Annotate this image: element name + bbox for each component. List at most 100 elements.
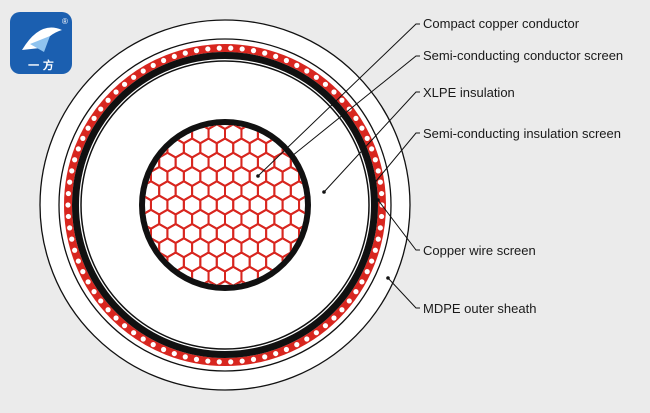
copper-wire-strand [131, 330, 137, 336]
copper-wire-strand [182, 50, 188, 56]
copper-wire-strand [353, 115, 359, 121]
copper-wire-strand [72, 247, 78, 253]
copper-wire-strand [113, 315, 119, 321]
copper-wire-strand [75, 258, 81, 264]
copper-wire-strand [262, 50, 268, 56]
copper-wire-strand [294, 62, 300, 68]
copper-wire-strand [283, 57, 289, 64]
copper-wire-strand [171, 53, 177, 60]
copper-wire-strand [369, 146, 375, 152]
copper-wire-strand [105, 307, 111, 313]
hex-strand [199, 279, 218, 285]
leader-semi-conducting-insulation-screen [371, 132, 420, 187]
copper-wire-strand [91, 115, 97, 121]
copper-wire-strand [304, 68, 310, 74]
leader-semi-conducting-conductor-screen [291, 55, 420, 157]
copper-wire-strand [67, 179, 73, 185]
callout-labels: Compact copper conductor Semi-conducting… [423, 16, 623, 316]
copper-wire-strand [205, 46, 211, 52]
copper-wire-strand [140, 336, 146, 342]
copper-wire-strand [372, 157, 378, 163]
copper-wire-strand [339, 97, 345, 103]
copper-wire-strand [150, 62, 156, 68]
copper-wire-strand [171, 350, 177, 357]
copper-wire-strand [80, 135, 86, 141]
registered-mark: ® [62, 17, 68, 26]
insulation-screen-black [72, 52, 378, 358]
copper-wire-strand [80, 269, 86, 275]
copper-wire-strand [378, 190, 385, 197]
copper-wire-strand [69, 236, 75, 242]
copper-wire-strand [98, 106, 104, 112]
copper-wire-strand [250, 48, 257, 54]
copper-wire-strand [205, 358, 211, 364]
copper-wire-strand [294, 342, 300, 348]
copper-wire-strand [193, 48, 200, 54]
label-semi-conducting-conductor-screen: Semi-conducting conductor screen [423, 48, 623, 63]
copper-wire-strand [121, 81, 128, 87]
leader-copper-wire-screen [377, 199, 420, 251]
copper-wire-strand [313, 330, 319, 336]
leader-xlpe-insulation [323, 91, 420, 193]
label-semi-conducting-insulation-screen: Semi-conducting insulation screen [423, 126, 621, 141]
copper-wire-strand [353, 289, 359, 295]
copper-wire-strand [262, 354, 268, 360]
leader-dot [370, 184, 374, 188]
copper-wire-strand [331, 315, 337, 321]
copper-wire-strand [339, 307, 345, 313]
label-compact-copper-conductor: Compact copper conductor [423, 16, 580, 31]
cable-layers [39, 19, 411, 391]
outer-sheath-inner-line [58, 38, 392, 372]
leader-dot [386, 276, 390, 280]
copper-wire-strand [67, 225, 73, 231]
copper-wire-strand [161, 346, 167, 353]
copper-wire-strand [85, 125, 91, 131]
copper-wire-strand [359, 125, 365, 131]
leader-dot [256, 174, 260, 178]
copper-wire-strand [313, 74, 319, 80]
copper-wire-strand [359, 279, 365, 285]
copper-wire-strand [372, 247, 378, 253]
copper-wire-strand [91, 289, 97, 295]
logo-arrow-icon [30, 36, 50, 52]
logo-text: 一 方 [28, 58, 54, 72]
copper-wire-strand [250, 356, 257, 362]
conductor-core [145, 125, 305, 285]
label-xlpe-insulation: XLPE insulation [423, 85, 515, 100]
copper-wire-strand [283, 346, 289, 353]
copper-wire-strand [216, 45, 222, 51]
copper-wire-strand [69, 168, 75, 174]
copper-wire-strand [65, 202, 71, 208]
copper-wire-strand [193, 356, 200, 362]
copper-wire-strand [375, 236, 381, 242]
leader-compact-copper-conductor [257, 23, 420, 177]
company-logo: 一 方 ® [10, 12, 72, 74]
copper-wire-strand [322, 323, 329, 329]
copper-wire-strand [105, 97, 111, 103]
copper-wire-strand [216, 359, 222, 365]
copper-wire-strand [140, 68, 146, 74]
leader-dot [376, 198, 380, 202]
label-copper-wire-screen: Copper wire screen [423, 243, 536, 258]
copper-wire-strand [369, 258, 375, 264]
hex-strand [232, 279, 251, 285]
copper-wire-strand [331, 89, 337, 95]
label-mdpe-outer-sheath: MDPE outer sheath [423, 301, 536, 316]
copper-wire-strand [273, 350, 279, 357]
copper-wire-strand [378, 213, 385, 220]
leader-end-dots [256, 154, 390, 280]
copper-wire-strand [346, 298, 352, 304]
copper-wire-strand [377, 179, 383, 185]
hex-strand [215, 279, 235, 285]
copper-wire-strand [150, 342, 156, 348]
copper-wire-strand [121, 323, 128, 329]
copper-wire-strand [375, 168, 381, 174]
copper-wire-strand [304, 336, 310, 342]
copper-wire-strand [65, 190, 72, 197]
copper-wire-strands [65, 45, 385, 365]
copper-wire-strand [98, 298, 104, 304]
copper-wire-strand [322, 81, 329, 87]
copper-wire-strand [228, 359, 234, 365]
copper-wire-strand [239, 46, 245, 52]
